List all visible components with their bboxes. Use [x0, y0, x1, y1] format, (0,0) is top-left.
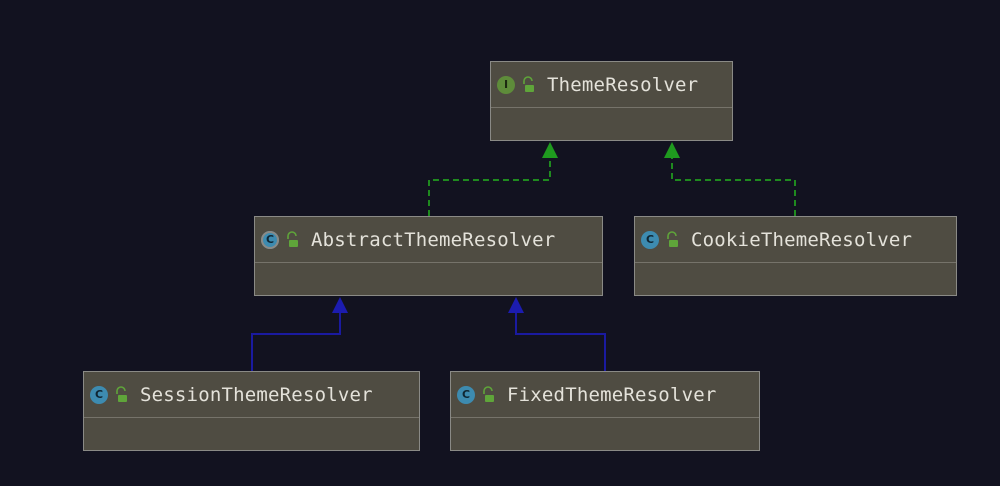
node-header: I ThemeResolver: [491, 62, 732, 108]
unlocked-lock-icon: [116, 385, 127, 402]
node-header: C AbstractThemeResolver: [255, 217, 602, 263]
edge-fixed-extends-abstract: [515, 312, 606, 371]
class-name: SessionThemeResolver: [140, 383, 373, 406]
node-session-theme-resolver[interactable]: C SessionThemeResolver: [83, 371, 420, 451]
class-icon: C: [90, 385, 108, 404]
node-cookie-theme-resolver[interactable]: C CookieThemeResolver: [634, 216, 957, 296]
unlocked-lock-icon: [667, 230, 678, 247]
node-abstract-theme-resolver[interactable]: C AbstractThemeResolver: [254, 216, 603, 296]
arrowhead-implements-left: [542, 142, 558, 158]
unlocked-lock-icon: [287, 230, 298, 247]
arrowhead-extends-right: [508, 297, 524, 313]
abstract-class-icon: C: [261, 230, 279, 249]
node-fixed-theme-resolver[interactable]: C FixedThemeResolver: [450, 371, 760, 451]
node-header: C SessionThemeResolver: [84, 372, 419, 418]
class-icon: C: [457, 385, 475, 404]
node-header: C CookieThemeResolver: [635, 217, 956, 263]
class-icon: C: [641, 230, 659, 249]
node-header: C FixedThemeResolver: [451, 372, 759, 418]
interface-icon: I: [497, 75, 515, 94]
class-name: AbstractThemeResolver: [311, 228, 556, 251]
edge-abstract-implements-themeresolver: [428, 157, 551, 216]
class-name: ThemeResolver: [547, 73, 699, 96]
unlocked-lock-icon: [483, 385, 494, 402]
arrowhead-implements-right: [664, 142, 680, 158]
edge-session-extends-abstract: [251, 312, 341, 371]
class-name: FixedThemeResolver: [507, 383, 717, 406]
arrowhead-extends-left: [332, 297, 348, 313]
edge-cookie-implements-themeresolver: [671, 157, 796, 216]
class-name: CookieThemeResolver: [691, 228, 913, 251]
unlocked-lock-icon: [523, 75, 534, 92]
node-theme-resolver[interactable]: I ThemeResolver: [490, 61, 733, 141]
